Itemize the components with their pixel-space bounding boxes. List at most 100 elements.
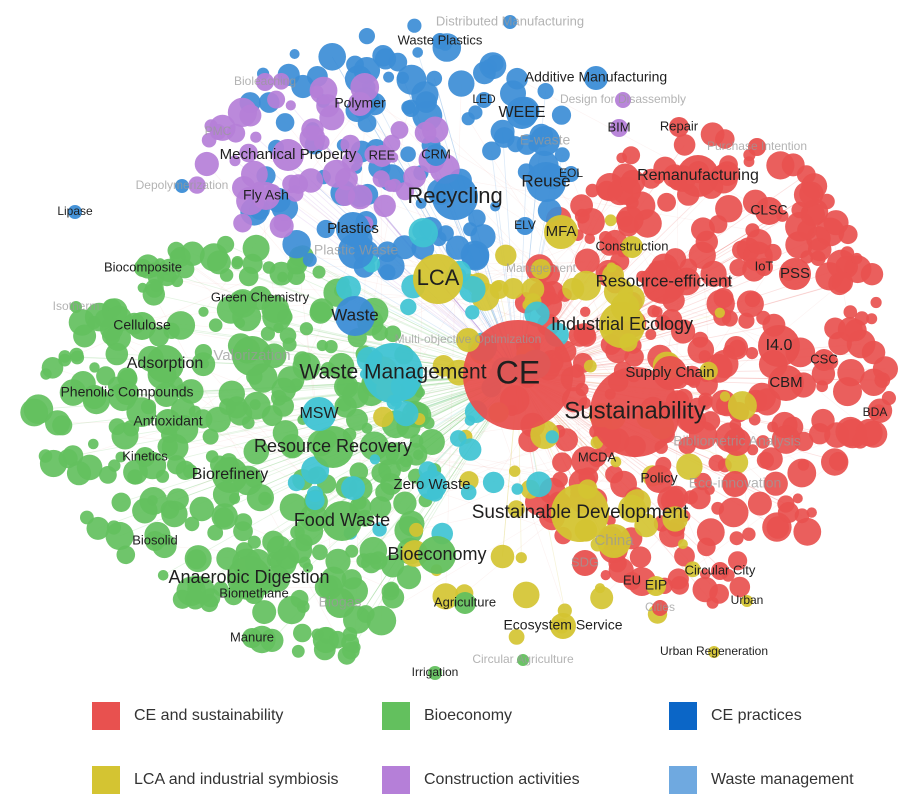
node-bubble <box>419 429 445 455</box>
node-bubble <box>233 214 252 233</box>
node-bubble <box>522 278 545 301</box>
legend-swatch-dark-blue <box>669 702 697 730</box>
node-bubble <box>715 308 725 318</box>
node-label: Plastic Waste <box>314 242 398 258</box>
node-label: Plastics <box>327 220 379 237</box>
node-bubble <box>605 465 623 483</box>
node-bubble <box>459 438 481 460</box>
node-label: CRM <box>421 146 451 161</box>
node-label: BIM <box>607 119 630 134</box>
node-bubble <box>448 70 474 96</box>
node-bubble <box>811 251 826 266</box>
node-label: Resource Recovery <box>254 436 412 456</box>
node-bubble <box>263 261 276 274</box>
node-bubble <box>313 266 326 279</box>
node-label: Repair <box>660 118 699 133</box>
node-bubble <box>88 439 99 450</box>
node-bubble <box>630 546 651 567</box>
legend-swatch-green <box>382 702 410 730</box>
node-bubble <box>312 544 328 560</box>
node-bubble <box>483 472 504 493</box>
node-label: EIP <box>645 577 668 593</box>
node-label: Cities <box>645 600 675 614</box>
node-label: Manure <box>230 629 274 644</box>
node-label: Multi-objective Optimization <box>395 332 542 346</box>
node-label: SDG <box>571 554 599 569</box>
node-label: Isotherm <box>53 299 100 313</box>
node-bubble <box>793 493 803 503</box>
node-bubble <box>487 55 504 72</box>
node-label: Bioleaching <box>234 74 296 88</box>
node-bubble <box>239 267 259 287</box>
node-bubble <box>861 263 883 285</box>
node-bubble <box>730 531 744 545</box>
node-bubble <box>335 186 355 206</box>
node-bubble <box>465 305 479 319</box>
node-label: Bioeconomy <box>387 544 486 564</box>
node-bubble <box>276 113 295 132</box>
node-label: Bibliometric Analysis <box>673 433 801 449</box>
node-bubble <box>250 132 261 143</box>
node-bubble <box>674 134 696 156</box>
node-bubble <box>678 539 688 549</box>
node-bubble <box>512 483 524 495</box>
node-bubble <box>384 180 396 192</box>
node-label: IoT <box>755 258 774 273</box>
legend-item-waste-management: Waste management <box>669 766 854 794</box>
node-bubble <box>383 72 394 83</box>
node-bubble <box>757 452 774 469</box>
node-bubble <box>342 642 360 660</box>
node-bubble <box>45 410 70 435</box>
node-label: Biogas <box>319 594 362 610</box>
node-label: Waste Management <box>299 361 486 384</box>
node-label: Lipase <box>57 204 93 218</box>
node-bubble <box>459 276 486 303</box>
node-bubble <box>616 206 643 233</box>
node-label: China <box>594 532 634 549</box>
node-bubble <box>167 488 189 510</box>
node-bubble <box>293 624 312 643</box>
node-bubble <box>482 142 501 161</box>
node-bubble <box>209 318 223 332</box>
node-bubble <box>318 43 346 71</box>
node-bubble <box>816 380 828 392</box>
node-bubble <box>267 91 285 109</box>
node-bubble <box>310 298 334 322</box>
node-bubble <box>59 449 78 468</box>
node-bubble <box>400 146 416 162</box>
node-bubble <box>109 418 126 435</box>
node-bubble <box>290 49 300 59</box>
node-label: Biomethane <box>219 585 288 600</box>
node-bubble <box>513 582 540 609</box>
node-bubble <box>795 508 810 523</box>
node-bubble <box>400 454 413 467</box>
legend-item-bioeconomy: Bioeconomy <box>382 702 512 730</box>
node-label: Kinetics <box>122 448 168 463</box>
node-bubble <box>299 168 323 192</box>
legend-label: CE practices <box>711 707 802 725</box>
node-label: Urban <box>731 593 764 607</box>
node-bubble <box>657 193 676 212</box>
node-bubble <box>793 518 821 546</box>
node-bubble <box>39 449 53 463</box>
node-bubble <box>195 152 219 176</box>
node-label: Waste <box>331 305 379 324</box>
node-bubble <box>307 486 323 502</box>
node-bubble <box>503 278 524 299</box>
node-bubble <box>546 430 559 443</box>
node-bubble <box>711 502 724 515</box>
node-bubble <box>380 264 396 280</box>
node-bubble <box>585 234 596 245</box>
node-bubble <box>407 19 421 33</box>
node-label: Additive Manufacturing <box>525 69 667 85</box>
node-bubble <box>220 268 233 281</box>
node-bubble <box>288 474 305 491</box>
node-bubble <box>748 492 772 516</box>
legend-swatch-red <box>92 702 120 730</box>
node-bubble <box>584 360 597 373</box>
legend-label: Waste management <box>711 771 854 789</box>
node-label: Fly Ash <box>243 187 289 203</box>
node-bubble <box>167 455 186 474</box>
legend-swatch-purple <box>382 766 410 794</box>
node-label: WEEE <box>498 104 545 121</box>
